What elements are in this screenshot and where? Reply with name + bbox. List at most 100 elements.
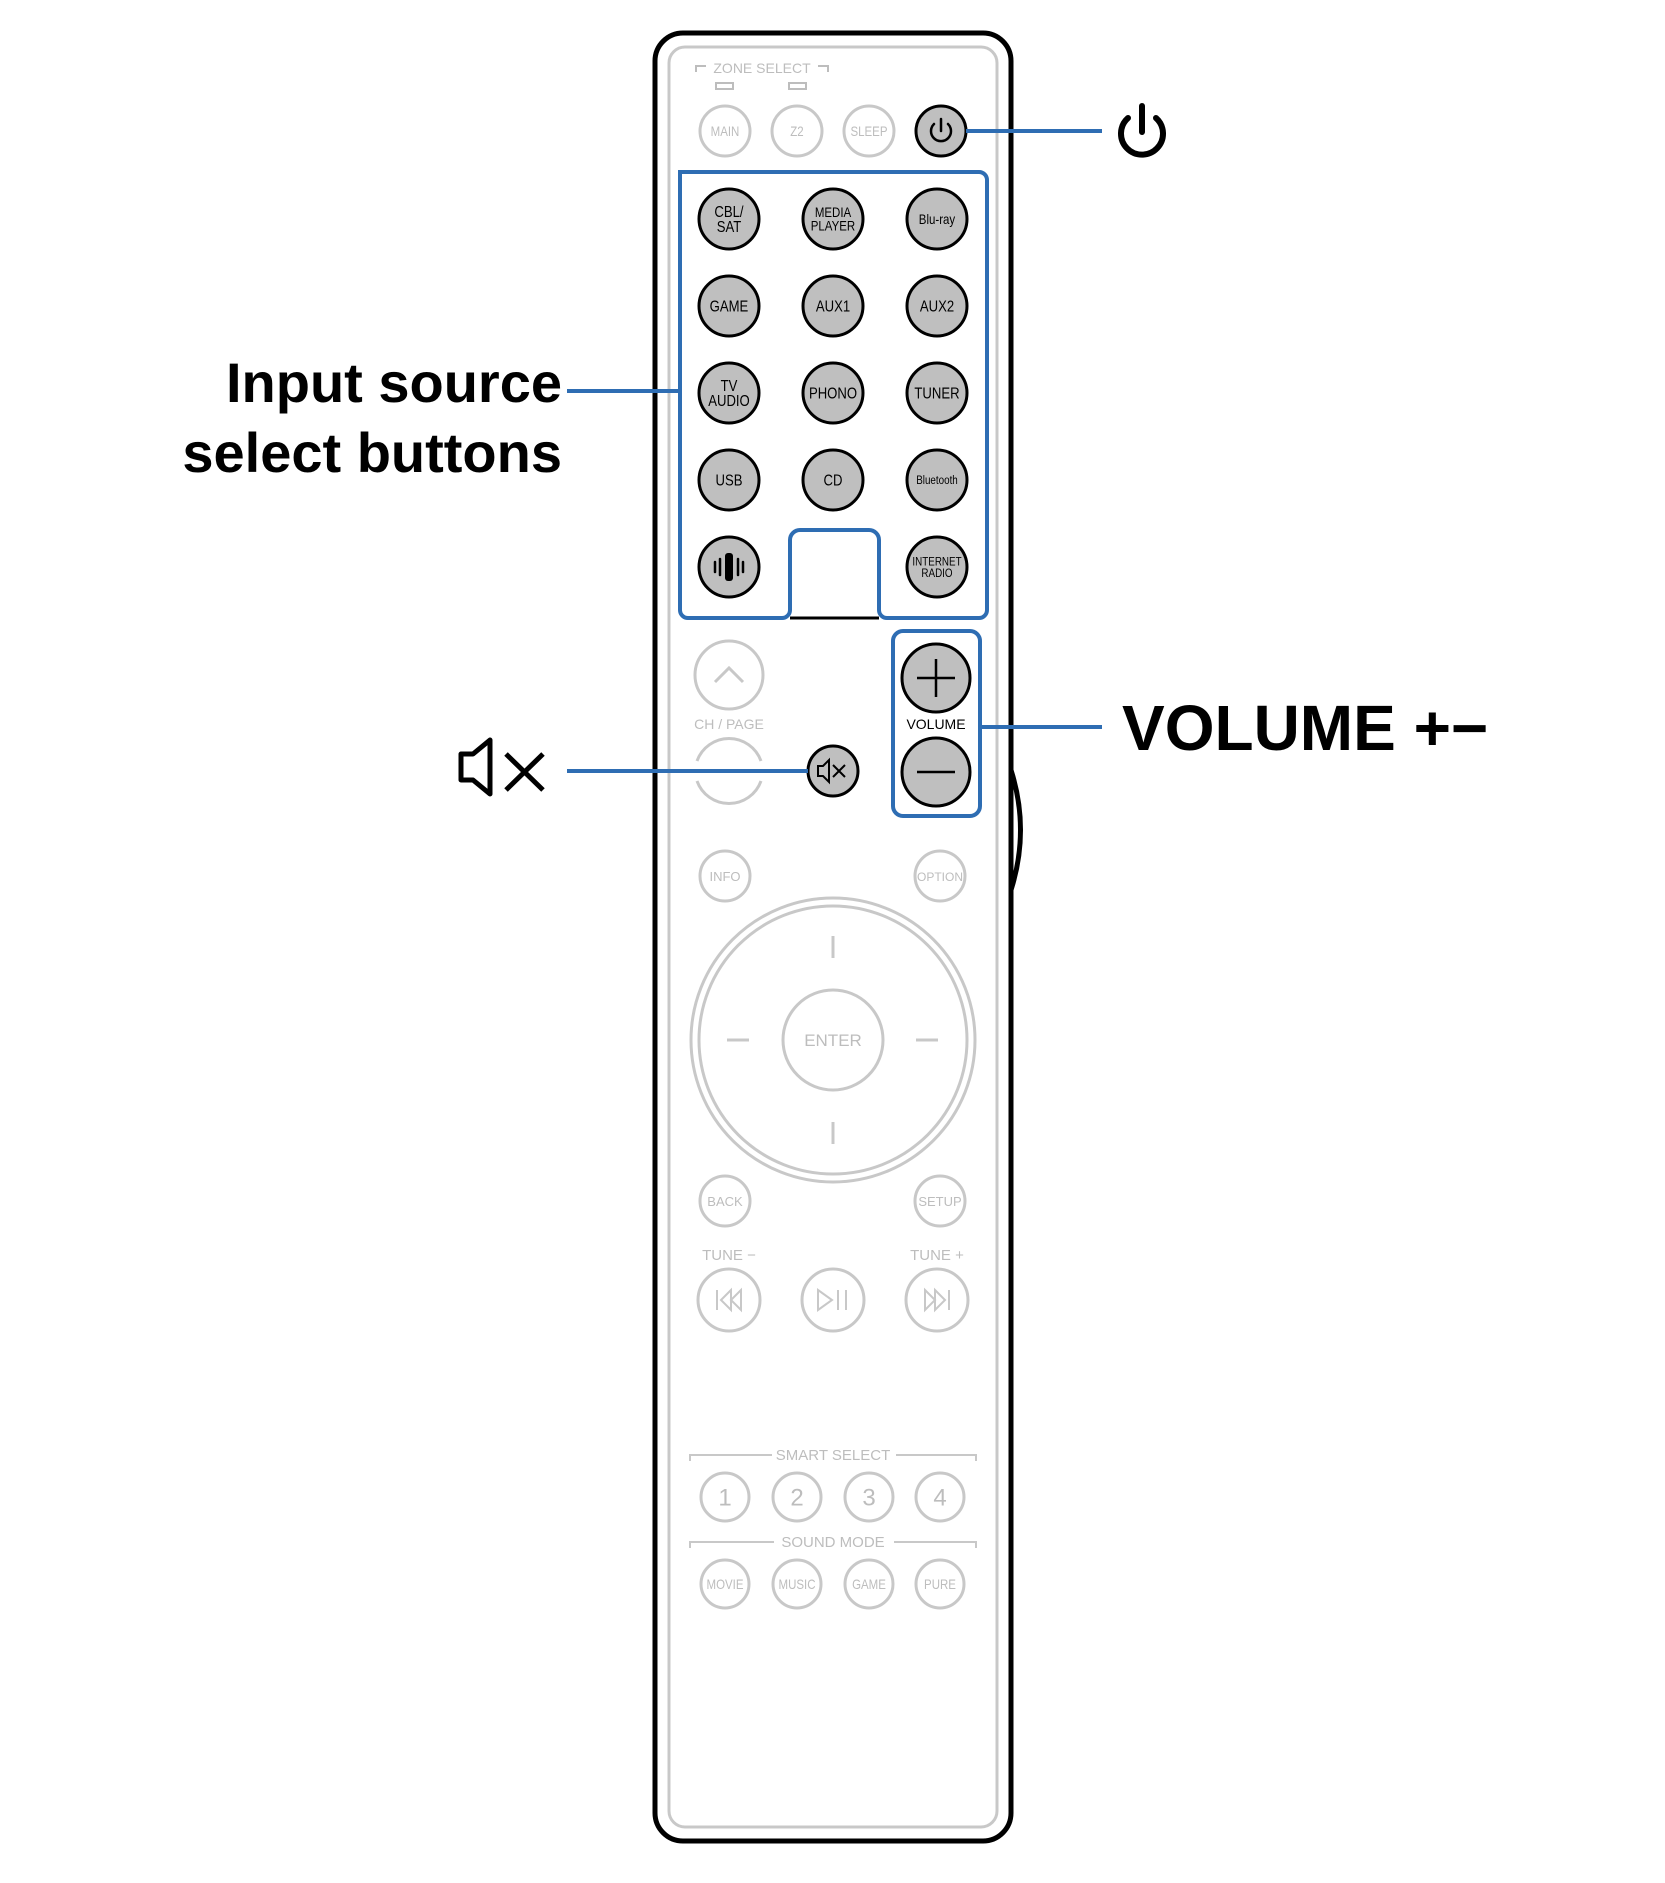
back-label: BACK — [707, 1194, 743, 1209]
enter-label: ENTER — [804, 1031, 862, 1050]
ch-page-up-button[interactable] — [693, 639, 765, 711]
sound-mode-music-button-label: MUSIC — [779, 1576, 816, 1592]
sound-mode-pure-button[interactable]: PURE — [914, 1558, 966, 1610]
game-input-button[interactable]: GAME — [697, 274, 761, 338]
sound-mode-music-button[interactable]: MUSIC — [771, 1558, 823, 1610]
previous-button[interactable] — [696, 1267, 762, 1333]
play-pause-button[interactable] — [800, 1267, 866, 1333]
sound-mode-game-button[interactable]: GAME — [843, 1558, 895, 1610]
zone-z2-indicator — [788, 82, 807, 90]
aux1-button[interactable]: AUX1 — [801, 274, 865, 338]
power-icon — [1118, 103, 1166, 158]
smart-select-2-button-label: 2 — [790, 1484, 803, 1511]
smart-select-2-button[interactable]: 2 — [771, 1471, 823, 1523]
input-source-highlight — [678, 170, 989, 620]
smart-select-row: 1 2 3 4 — [699, 1471, 966, 1523]
input-source-callout-label: Input source select buttons — [120, 348, 562, 488]
sleep-button-label: SLEEP — [850, 123, 887, 139]
volume-down-button[interactable] — [900, 736, 972, 808]
blu-ray-button-label: Blu-ray — [919, 211, 956, 227]
bluetooth-button-label: Bluetooth — [916, 474, 958, 487]
play-pause-icon — [817, 1288, 847, 1312]
main-button-label: MAIN — [711, 123, 740, 139]
internet-radio-button-label: INTERNET — [912, 556, 961, 569]
aux2-button[interactable]: AUX2 — [905, 274, 969, 338]
ch-page-label: CH / PAGE — [694, 716, 764, 732]
cbl-sat-button[interactable]: CBL/SAT — [697, 187, 761, 251]
media-player-button-label: PLAYER — [811, 217, 855, 233]
cbl-sat-button-label: SAT — [717, 219, 742, 236]
info-label: INFO — [709, 869, 740, 884]
cd-button[interactable]: CD — [801, 448, 865, 512]
tuner-button-label: TUNER — [914, 385, 959, 402]
remote-inner-outline — [667, 45, 999, 1829]
enter-button[interactable]: ENTER — [781, 988, 885, 1092]
smart-select-4-button-label: 4 — [933, 1484, 946, 1511]
usb-button[interactable]: USB — [697, 448, 761, 512]
sound-mode-row: MOVIE MUSIC GAME PURE — [699, 1558, 966, 1610]
heos-icon — [713, 553, 745, 581]
sound-mode-game-button-label: GAME — [852, 1576, 886, 1592]
tuner-button[interactable]: TUNER — [905, 361, 969, 425]
smart-select-divider — [689, 1454, 977, 1461]
skip-forward-icon — [924, 1287, 950, 1313]
sound-mode-label: SOUND MODE — [781, 1534, 884, 1551]
input-source-callout-line2: select buttons — [182, 421, 562, 484]
sound-mode-divider — [689, 1541, 977, 1548]
smart-select-3-button[interactable]: 3 — [843, 1471, 895, 1523]
top-button-row: MAIN Z2 SLEEP — [698, 104, 896, 158]
sleep-button[interactable]: SLEEP — [842, 104, 896, 158]
mute-icon — [817, 757, 846, 785]
cbl-sat-button-label: CBL/ — [714, 204, 744, 221]
skip-back-icon — [716, 1287, 742, 1313]
option-label: OPTION — [917, 870, 963, 884]
back-button[interactable]: BACK — [698, 1174, 752, 1228]
aux2-button-label: AUX2 — [920, 298, 954, 315]
direction-pad[interactable] — [689, 896, 977, 1184]
remote-side-bump — [1008, 769, 1023, 891]
blu-ray-button[interactable]: Blu-ray — [905, 187, 969, 251]
tune-minus-label: TUNE − — [702, 1247, 756, 1264]
sound-mode-movie-button[interactable]: MOVIE — [699, 1558, 751, 1610]
volume-up-button[interactable] — [900, 642, 972, 714]
smart-select-3-button-label: 3 — [862, 1484, 875, 1511]
usb-button-label: USB — [716, 472, 743, 489]
volume-callout-label: VOLUME +− — [1122, 692, 1489, 764]
main-button[interactable]: MAIN — [698, 104, 752, 158]
zone-main-indicator — [715, 82, 734, 90]
bluetooth-button[interactable]: Bluetooth — [905, 448, 969, 512]
smart-select-4-button[interactable]: 4 — [914, 1471, 966, 1523]
heos-button[interactable] — [697, 535, 761, 599]
power-icon — [929, 117, 953, 143]
game-input-button-label: GAME — [710, 298, 749, 315]
mute-button[interactable] — [806, 744, 860, 798]
tv-audio-button-label: TV — [721, 378, 738, 395]
option-button[interactable]: OPTION — [913, 849, 967, 903]
zone-select-label: ZONE SELECT — [713, 60, 811, 76]
smart-select-1-button[interactable]: 1 — [699, 1471, 751, 1523]
sound-mode-movie-button-label: MOVIE — [707, 1576, 744, 1592]
z2-button-label: Z2 — [790, 123, 803, 139]
phono-button-label: PHONO — [809, 385, 857, 402]
tv-audio-button-label: AUDIO — [708, 393, 750, 410]
next-button[interactable] — [904, 1267, 970, 1333]
aux1-button-label: AUX1 — [816, 298, 850, 315]
plus-icon — [917, 659, 955, 697]
power-button[interactable] — [914, 104, 968, 158]
media-player-button-label: MEDIA — [815, 204, 852, 220]
sound-mode-pure-button-label: PURE — [924, 1576, 956, 1592]
internet-radio-button-label: RADIO — [921, 567, 952, 580]
ch-page-down-button[interactable] — [695, 736, 763, 806]
setup-button[interactable]: SETUP — [913, 1174, 967, 1228]
phono-button[interactable]: PHONO — [801, 361, 865, 425]
smart-select-label: SMART SELECT — [776, 1447, 890, 1464]
cd-button-label: CD — [824, 472, 843, 489]
info-button[interactable]: INFO — [698, 849, 752, 903]
z2-button[interactable]: Z2 — [770, 104, 824, 158]
